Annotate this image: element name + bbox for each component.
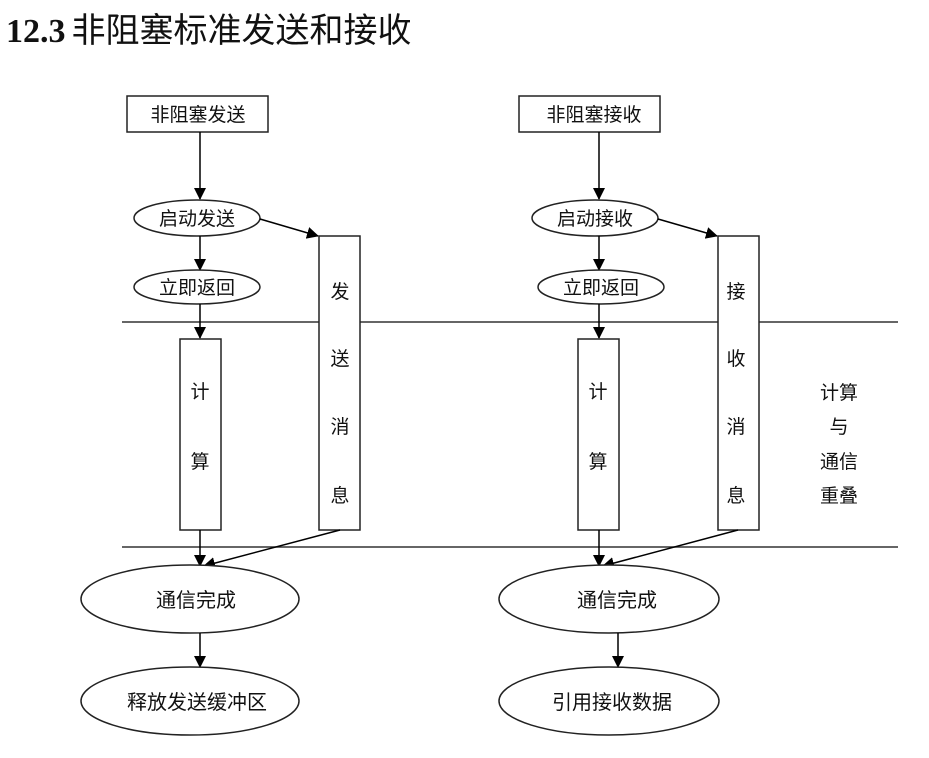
- recv-header-box: [518, 95, 661, 133]
- send-start-node: [133, 199, 261, 237]
- recv-start-node: [531, 199, 659, 237]
- send-message-char: 消: [330, 416, 349, 438]
- arrow-recv-message-to-complete: [602, 529, 739, 569]
- recv-final-node: [498, 666, 720, 736]
- arrow-send-message-to-complete: [203, 529, 341, 569]
- send-header-label: 非阻塞发送: [150, 104, 245, 126]
- arrow-recv-start-to-message: [657, 218, 718, 239]
- overlap-label-line: 重叠: [820, 485, 858, 507]
- send-compute-box: [179, 338, 222, 531]
- send-compute-char: 计: [190, 381, 209, 403]
- send-header-box: [126, 95, 269, 133]
- send-flow: 非阻塞发送 启动发送 立即返回 计 算 发 送 消 息 通信完成 释放发送缓冲区: [80, 95, 361, 736]
- recv-complete-label: 通信完成: [577, 588, 657, 612]
- arrow-send-start-to-message: [259, 218, 319, 239]
- send-message-char: 送: [330, 348, 349, 370]
- recv-message-box: [717, 235, 760, 531]
- recv-final-label: 引用接收数据: [552, 690, 672, 714]
- send-complete-node: [80, 564, 300, 634]
- recv-message-char: 收: [726, 348, 745, 370]
- send-message-char: 息: [330, 485, 349, 507]
- send-return-node: [133, 269, 261, 305]
- overlap-label-line: 计算: [820, 382, 858, 404]
- recv-compute-char: 计: [588, 381, 607, 403]
- overlap-label-line: 通信: [820, 451, 858, 473]
- recv-message-char: 消: [726, 416, 745, 438]
- recv-complete-node: [498, 564, 720, 634]
- overlap-annotation: 计算 与 通信 重叠: [820, 382, 858, 507]
- overlap-label-line: 与: [829, 416, 848, 438]
- send-return-label: 立即返回: [159, 277, 235, 299]
- send-final-node: [80, 666, 300, 736]
- recv-flow: 非阻塞接收 启动接收 立即返回 计 算 接 收 消 息 通信完成 引用接收数据: [498, 95, 760, 736]
- send-complete-label: 通信完成: [156, 588, 236, 612]
- send-start-label: 启动发送: [159, 208, 235, 230]
- recv-compute-char: 算: [588, 451, 607, 473]
- section-number: 12.3: [6, 13, 66, 50]
- send-final-label: 释放发送缓冲区: [127, 690, 267, 714]
- send-compute-char: 算: [190, 451, 209, 473]
- recv-message-char: 息: [726, 485, 745, 507]
- send-message-char: 发: [330, 281, 349, 303]
- recv-message-char: 接: [726, 281, 745, 303]
- send-message-box: [318, 235, 361, 531]
- recv-compute-box: [577, 338, 620, 531]
- recv-header-label: 非阻塞接收: [546, 104, 641, 126]
- recv-return-node: [537, 269, 665, 305]
- section-title-text: 非阻塞标准发送和接收: [71, 11, 412, 51]
- recv-start-label: 启动接收: [557, 208, 633, 230]
- recv-return-label: 立即返回: [563, 277, 639, 299]
